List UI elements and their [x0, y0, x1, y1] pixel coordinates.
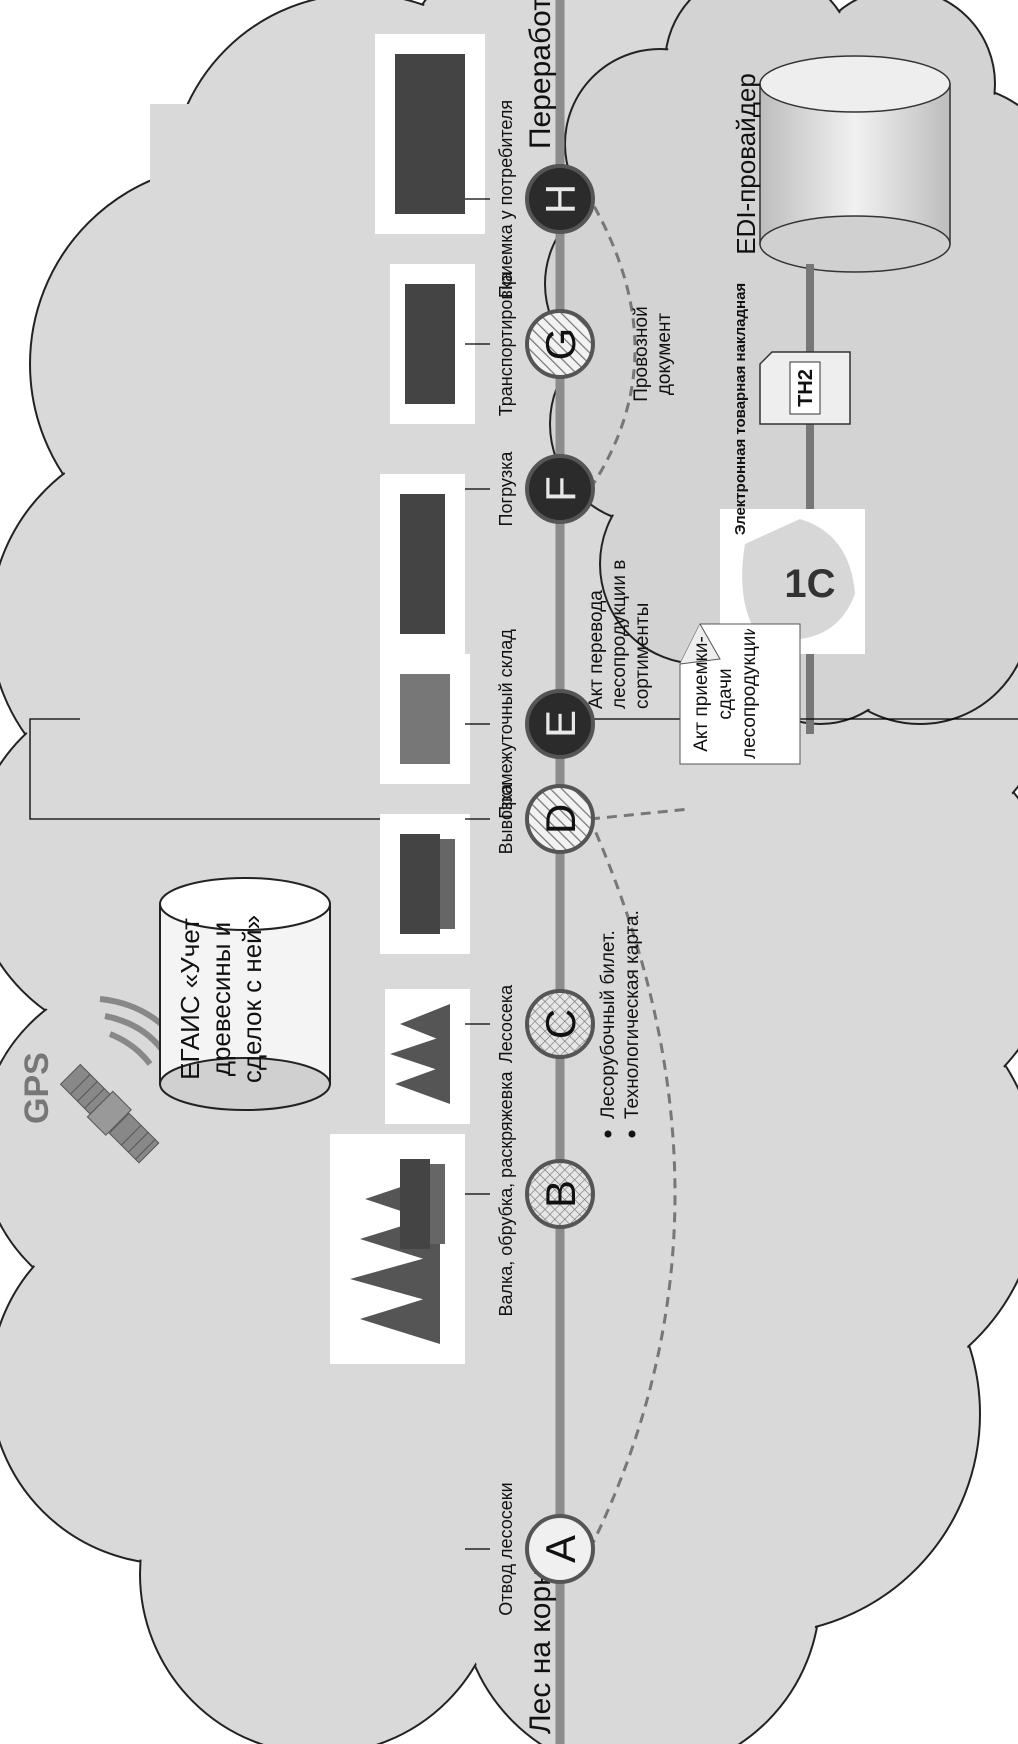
- stage-node-b: B Валка, обрубка, раскряжевка: [465, 1070, 595, 1317]
- act-acceptance-label: Акт приемки-сдачи лесопродукции: [691, 629, 760, 759]
- edi-provider-cylinder: EDI-провайдер: [731, 55, 951, 273]
- stage-label-g: Транспортировка: [496, 271, 516, 416]
- tn2-document-icon: ТН2: [759, 351, 851, 425]
- document-links: [588, 198, 691, 1550]
- stage-label-a: Отвод лесосеки: [496, 1482, 516, 1615]
- stage-label-b: Валка, обрубка, раскряжевка: [496, 1070, 516, 1316]
- stage-node-a: A Отвод лесосеки: [465, 1482, 595, 1616]
- stage-letter-g: G: [537, 328, 584, 361]
- stage-letter-h: H: [537, 184, 584, 214]
- doc-bullet-tech-map: Технологическая карта.: [622, 910, 643, 1119]
- tn2-badge: ТН2: [795, 369, 817, 407]
- act-transfer-box: Акт перевода лесопродукции в сортименты: [586, 559, 653, 709]
- stage-letter-d: D: [537, 804, 584, 834]
- stage-node-g: G Транспортировка: [465, 271, 595, 416]
- stage-node-f: F Погрузка: [465, 451, 595, 527]
- logo-1c-card: 1С: [720, 509, 865, 654]
- logo-1c-text: 1С: [784, 562, 835, 606]
- stage-label-f: Погрузка: [496, 451, 516, 527]
- stage-label-c: Лесосека: [496, 984, 516, 1063]
- doc-bullet-permit: Лесорубочный билет.: [598, 930, 619, 1119]
- stage-node-d: D Вывозка: [465, 783, 595, 855]
- act-transfer-label: Акт перевода лесопродукции в сортименты: [586, 559, 653, 709]
- stage-letter-b: B: [537, 1180, 584, 1208]
- stage-letter-c: C: [537, 1009, 584, 1039]
- timeline-end-label: Переработка: [524, 0, 557, 149]
- stage-letter-e: E: [537, 710, 584, 738]
- edi-provider-label: EDI-провайдер: [731, 73, 761, 255]
- stage-letter-a: A: [537, 1535, 584, 1563]
- stage-label-e: Промежуточный склад: [496, 629, 516, 819]
- waybill-label: Провозной документ: [631, 306, 675, 402]
- egais-label: ЕГАИС «Учет древесины и сделок с ней»: [175, 914, 267, 1084]
- stage-label-h: Приемка у потребителя: [496, 100, 516, 298]
- act-acceptance-box: Акт приемки-сдачи лесопродукции: [691, 629, 760, 759]
- gps-label: GPS: [18, 1052, 56, 1124]
- stage-letter-f: F: [537, 476, 584, 502]
- egais-cylinder: [159, 877, 331, 1111]
- doc-bullets: Лесорубочный билет. Технологическая карт…: [598, 910, 643, 1138]
- stage-node-e: E Промежуточный склад: [465, 629, 595, 819]
- stage-node-c: C Лесосека: [465, 984, 595, 1063]
- egais-label-box: ЕГАИС «Учет древесины и сделок с ней»: [175, 914, 267, 1084]
- stage-node-h: H Приемка у потребителя: [465, 100, 595, 298]
- d-photo-bracket: [29, 718, 380, 820]
- stage-nodes: A Отвод лесосеки B Валка, обрубка, раскряже…: [465, 100, 595, 1616]
- e-invoice-label: Электронная товарная накладная: [732, 283, 749, 535]
- machinery-photos: [330, 34, 485, 1364]
- act-acceptance-card: [679, 623, 801, 765]
- waybill-box: Провозной документ: [631, 306, 675, 402]
- stage-label-d: Вывозка: [496, 783, 516, 855]
